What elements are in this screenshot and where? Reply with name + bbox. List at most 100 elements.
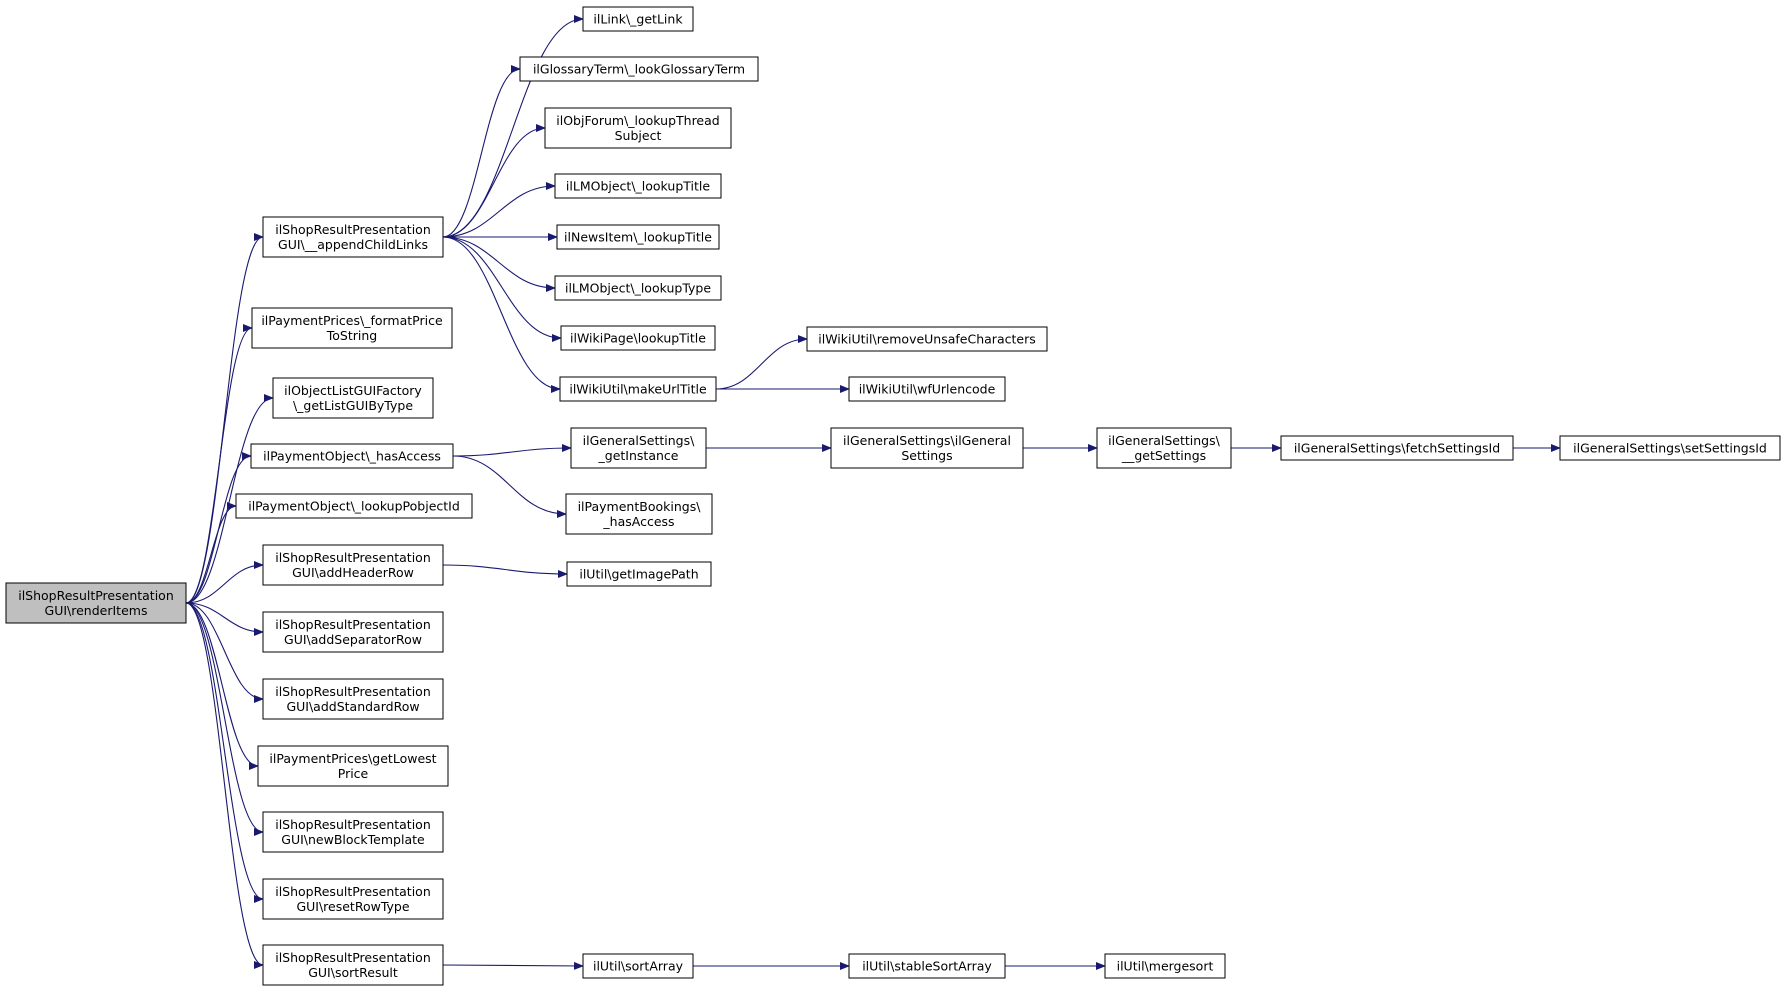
node-label: __getSettings (1121, 448, 1206, 463)
node-label: ilShopResultPresentation (275, 617, 431, 632)
node-box (272, 377, 434, 419)
edge-renderItems-to-lookupPobjectId (185, 502, 237, 604)
node-label: ilShopResultPresentation (275, 817, 431, 832)
edge-renderItems-to-formatPriceToString (185, 324, 253, 604)
node-lmLookupTitle[interactable]: ilLMObject\_lookupTitle (554, 173, 722, 199)
node-label: ilWikiUtil\wfUrlencode (859, 382, 996, 397)
node-box (582, 953, 694, 979)
node-label: ilLMObject\_lookupTitle (566, 179, 710, 194)
node-label: GUI\addHeaderRow (292, 565, 414, 580)
node-getListGUIByType[interactable]: ilObjectListGUIFactory\_getListGUIByType (272, 377, 434, 419)
node-addStandardRow[interactable]: ilShopResultPresentationGUI\addStandardR… (262, 678, 444, 720)
node-getImagePath[interactable]: ilUtil\getImagePath (566, 561, 712, 587)
node-box (830, 427, 1024, 469)
node-box (566, 561, 712, 587)
node-label: GUI\addSeparatorRow (284, 632, 422, 647)
edge-makeUrlTitle-to-removeUnsafeCharacters (715, 335, 808, 390)
node-newsLookupTitle[interactable]: ilNewsItem\_lookupTitle (556, 224, 720, 250)
node-getInstance[interactable]: ilGeneralSettings\_getInstance (570, 427, 707, 469)
edge-appendChildLinks-to-lmLookupType (442, 236, 556, 292)
node-label: ilShopResultPresentation (275, 222, 431, 237)
node-box (1280, 435, 1514, 461)
node-label: ilUtil\mergesort (1117, 959, 1214, 974)
node-box (262, 944, 444, 986)
node-box (544, 107, 732, 149)
edge-renderItems-to-appendChildLinks (185, 233, 264, 604)
node-addSeparatorRow[interactable]: ilShopResultPresentationGUI\addSeparator… (262, 611, 444, 653)
node-label: ilShopResultPresentation (275, 684, 431, 699)
node-getSettings[interactable]: ilGeneralSettings\__getSettings (1096, 427, 1232, 469)
node-label: ilUtil\sortArray (593, 959, 684, 974)
edge-appendChildLinks-to-wikiLookupTitle (442, 236, 562, 342)
node-label: ilLMObject\_lookupType (565, 281, 711, 296)
edge-renderItems-to-newBlockTemplate (185, 602, 264, 836)
edges-layer (185, 15, 1561, 970)
node-label: ilShopResultPresentation (275, 950, 431, 965)
edge-renderItems-to-getListGUIByType (185, 394, 274, 604)
node-mergesort[interactable]: ilUtil\mergesort (1104, 953, 1226, 979)
node-label: ilPaymentBookings\ (578, 499, 702, 514)
node-box (554, 275, 722, 301)
node-label: _getInstance (598, 448, 679, 463)
node-label: ilUtil\getImagePath (579, 567, 698, 582)
node-label: Settings (901, 448, 952, 463)
node-stableSortArray[interactable]: ilUtil\stableSortArray (848, 953, 1006, 979)
edge-renderItems-to-addStandardRow (185, 602, 264, 703)
edge-addHeaderRow-to-getImagePath (442, 564, 568, 578)
node-wikiLookupTitle[interactable]: ilWikiPage\lookupTitle (560, 325, 716, 351)
node-lookupPobjectId[interactable]: ilPaymentObject\_lookupPobjectId (235, 493, 473, 519)
edge-renderItems-to-resetRowType (185, 602, 264, 903)
node-label: ilShopResultPresentation (275, 884, 431, 899)
node-box (235, 493, 473, 519)
node-box (848, 376, 1006, 402)
node-lmLookupType[interactable]: ilLMObject\_lookupType (554, 275, 722, 301)
node-label: ilWikiUtil\removeUnsafeCharacters (818, 332, 1035, 347)
edge-hasAccess-to-getInstance (452, 444, 572, 457)
node-fetchSettingsId[interactable]: ilGeneralSettings\fetchSettingsId (1280, 435, 1514, 461)
node-bookingsHasAccess[interactable]: ilPaymentBookings\_hasAccess (565, 493, 713, 535)
edge-appendChildLinks-to-makeUrlTitle (442, 236, 561, 393)
node-appendChildLinks[interactable]: ilShopResultPresentationGUI\__appendChil… (262, 216, 444, 258)
node-wfUrlencode[interactable]: ilWikiUtil\wfUrlencode (848, 376, 1006, 402)
node-label: ilObjForum\_lookupThread (556, 113, 719, 128)
node-label: ilGeneralSettings\ (583, 433, 695, 448)
node-hasAccess[interactable]: ilPaymentObject\_hasAccess (250, 443, 454, 469)
node-generalSettingsCtor[interactable]: ilGeneralSettings\ilGeneralSettings (830, 427, 1024, 469)
node-label: GUI\sortResult (308, 965, 398, 980)
node-label: ilGlossaryTerm\_lookGlossaryTerm (533, 62, 745, 77)
node-label: GUI\newBlockTemplate (281, 832, 425, 847)
edge-renderItems-to-getLowestPrice (185, 602, 259, 770)
node-label: ilNewsItem\_lookupTitle (564, 230, 712, 245)
edge-appendChildLinks-to-lookGlossaryTerm (442, 65, 521, 238)
node-removeUnsafeCharacters[interactable]: ilWikiUtil\removeUnsafeCharacters (806, 326, 1048, 352)
edge-renderItems-to-addSeparatorRow (185, 602, 264, 636)
node-sortArray[interactable]: ilUtil\sortArray (582, 953, 694, 979)
node-box (559, 376, 717, 402)
node-makeUrlTitle[interactable]: ilWikiUtil\makeUrlTitle (559, 376, 717, 402)
node-lookGlossaryTerm[interactable]: ilGlossaryTerm\_lookGlossaryTerm (519, 56, 759, 82)
edge-hasAccess-to-bookingsHasAccess (452, 455, 567, 518)
node-box (250, 443, 454, 469)
node-box (848, 953, 1006, 979)
node-label: ilPaymentObject\_hasAccess (263, 449, 441, 464)
node-label: ilWikiPage\lookupTitle (570, 331, 706, 346)
edge-renderItems-to-addHeaderRow (185, 561, 264, 604)
node-box (565, 493, 713, 535)
node-box (262, 216, 444, 258)
node-newBlockTemplate[interactable]: ilShopResultPresentationGUI\newBlockTemp… (262, 811, 444, 853)
node-setSettingsId[interactable]: ilGeneralSettings\setSettingsId (1559, 435, 1781, 461)
node-label: GUI\addStandardRow (286, 699, 419, 714)
node-label: GUI\renderItems (45, 603, 148, 618)
node-box (262, 544, 444, 586)
edge-sortResult-to-sortArray (442, 961, 584, 970)
node-getLink[interactable]: ilLink\_getLink (582, 6, 694, 32)
node-label: ilWikiUtil\makeUrlTitle (569, 382, 707, 397)
